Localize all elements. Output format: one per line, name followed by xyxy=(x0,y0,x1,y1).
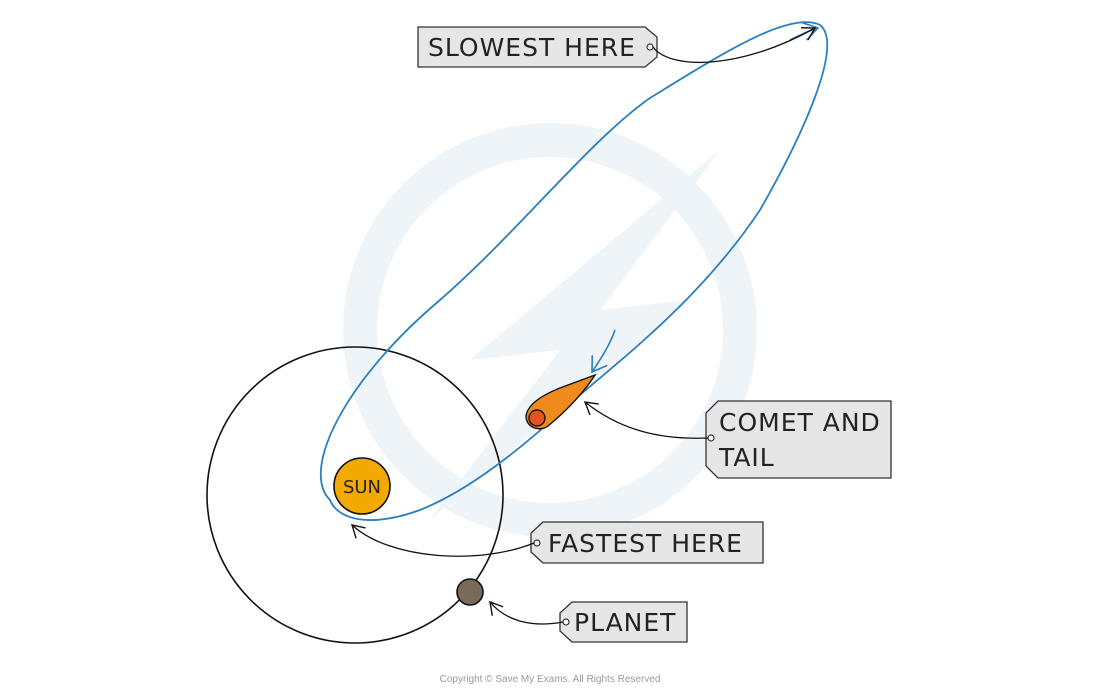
sun: SUN xyxy=(333,457,391,515)
tag-comet-and-tail: COMET AND TAIL xyxy=(705,400,892,479)
slowest-pointer-arrow xyxy=(652,27,817,64)
comet-orbit xyxy=(320,21,829,521)
comet-pointer-arrow xyxy=(583,401,709,439)
tag-comet-text-line1: COMET AND xyxy=(719,408,881,437)
planet xyxy=(456,578,484,606)
tag-planet-text: PLANET xyxy=(574,608,676,637)
copyright-text: Copyright © Save My Exams. All Rights Re… xyxy=(440,674,661,685)
tag-slowest-here: SLOWEST HERE xyxy=(417,26,658,68)
planet-orbit xyxy=(206,346,504,644)
comet-head xyxy=(528,409,546,427)
tag-planet: PLANET xyxy=(559,601,688,643)
tag-comet-text-line2: TAIL xyxy=(718,443,775,472)
orbit-direction-arrow xyxy=(591,329,616,374)
comet xyxy=(525,373,597,430)
tag-slowest-text: SLOWEST HERE xyxy=(428,33,636,62)
planet-pointer-arrow xyxy=(489,600,564,625)
fastest-pointer-arrow xyxy=(350,524,535,557)
watermark-logo xyxy=(343,123,757,537)
tag-fastest-here: FASTEST HERE xyxy=(530,521,764,564)
sun-label: SUN xyxy=(343,477,381,498)
tag-fastest-text: FASTEST HERE xyxy=(548,529,743,558)
